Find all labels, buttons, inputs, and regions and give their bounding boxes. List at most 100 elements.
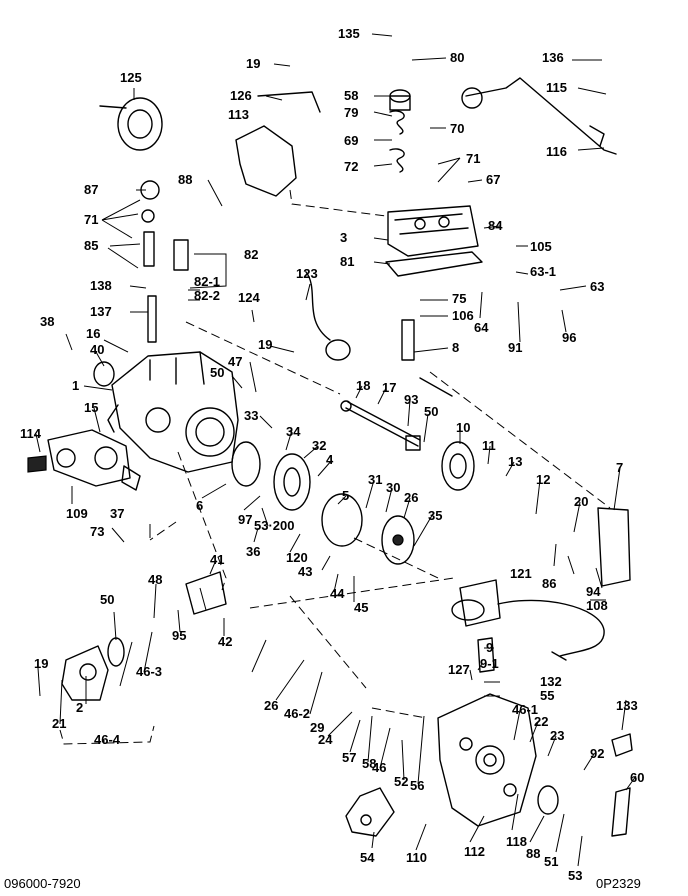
callout-label: 87 (84, 182, 98, 197)
callout-label: 55 (540, 688, 554, 703)
callout-label: 113 (228, 107, 249, 122)
callout-label: 37 (110, 506, 124, 521)
callout-label: 43 (298, 564, 312, 579)
callout-label: 31 (368, 472, 382, 487)
governor-cover-3 (385, 205, 483, 277)
callout-label: 23 (550, 728, 564, 743)
callout-label: 105 (530, 239, 552, 254)
callout-label: 32 (312, 438, 326, 453)
callout-label: 116 (546, 144, 567, 159)
callout-label: 82-2 (194, 288, 220, 303)
callout-label: 24 (318, 732, 333, 747)
callout-label: 88 (178, 172, 192, 187)
callout-label: 46-3 (136, 664, 162, 679)
callout-label: 88 (526, 846, 540, 861)
callout-label: 13 (508, 454, 522, 469)
exploded-view-drawing (27, 33, 637, 867)
callout-label: 112 (464, 844, 485, 859)
callout-label: 75 (452, 291, 466, 306)
callout-label: 15 (84, 400, 98, 415)
callout-label: 30 (386, 480, 400, 495)
regulating-valve-109 (27, 429, 141, 491)
callout-label: 120 (286, 550, 308, 565)
callout-label: 22 (534, 714, 548, 729)
callout-label: 137 (90, 304, 112, 319)
callout-label: 56 (410, 778, 424, 793)
part-number: 096000-7920 (4, 876, 81, 891)
callout-label: 11 (482, 438, 496, 453)
pump-housing-1 (107, 351, 239, 473)
callout-label: 52 (394, 774, 408, 789)
callout-label: 84 (488, 218, 503, 233)
callout-label: 16 (86, 326, 100, 341)
callout-label: 26 (404, 490, 418, 505)
callout-label: 50 (100, 592, 114, 607)
callout-label: 125 (120, 70, 142, 85)
callout-label: 50 (210, 365, 224, 380)
callout-label: 86 (542, 576, 556, 591)
callout-label: 121 (510, 566, 532, 581)
callout-label: 97 (238, 512, 252, 527)
callout-label: 9 (486, 640, 493, 655)
callout-label: 10 (456, 420, 470, 435)
actuator-125 (99, 97, 163, 151)
bracket-110 (345, 787, 395, 837)
callout-label: 44 (330, 586, 345, 601)
callout-label: 71 (466, 151, 480, 166)
callout-label: 114 (20, 426, 42, 441)
callout-label: 69 (344, 133, 358, 148)
callout-label: 60 (630, 770, 644, 785)
callout-label: 19 (34, 656, 48, 671)
callout-label: 50 (424, 404, 438, 419)
callout-label: 45 (354, 600, 368, 615)
leader-lines (35, 33, 637, 867)
callout-label: 138 (90, 278, 112, 293)
callout-label: 26 (264, 698, 278, 713)
callout-label: 46 (372, 760, 386, 775)
callout-label: 48 (148, 572, 162, 587)
drawing-code: 0P2329 (596, 876, 641, 891)
callout-label: 2 (76, 700, 83, 715)
callout-label: 85 (84, 238, 98, 253)
callout-label: 82 (244, 247, 258, 262)
callout-label: 29 (310, 720, 324, 735)
callout-label: 12 (536, 472, 550, 487)
callout-label: 41 (210, 552, 224, 567)
callout-label: 96 (562, 330, 576, 345)
callout-label: 5 (342, 488, 349, 503)
callout-label: 81 (340, 254, 354, 269)
callout-label: 47 (228, 354, 242, 369)
callout-label: 123 (296, 266, 318, 281)
callout-label: 46-2 (284, 706, 310, 721)
callout-label: 38 (40, 314, 54, 329)
callout-label: 54 (360, 850, 375, 865)
callout-label: 46-4 (94, 732, 121, 747)
callout-label: 34 (286, 424, 301, 439)
drive-shaft-17 (340, 400, 421, 451)
callout-label: 46-1 (512, 702, 538, 717)
callout-label: 124 (238, 290, 260, 305)
callout-label: 91 (508, 340, 522, 355)
callout-label: 109 (66, 506, 88, 521)
callout-label: 57 (342, 750, 356, 765)
distributor-head (437, 693, 537, 827)
callout-label: 70 (450, 121, 464, 136)
callout-label: 108 (586, 598, 608, 613)
callout-label: 115 (546, 80, 567, 95)
callout-label: 93 (404, 392, 418, 407)
callout-label: 72 (344, 159, 358, 174)
callout-label: 64 (474, 320, 489, 335)
callout-label: 19 (246, 56, 260, 71)
callout-label: 40 (90, 342, 104, 357)
callout-label: 58 (344, 88, 358, 103)
small-parts (93, 89, 633, 837)
callout-label: 7 (616, 460, 623, 475)
callout-label: 19 (258, 337, 272, 352)
callout-label: 36 (246, 544, 260, 559)
control-lever-116 (461, 77, 617, 155)
callout-label: 3 (340, 230, 347, 245)
callout-label: 53 (568, 868, 582, 883)
callout-label: 132 (540, 674, 562, 689)
assembly-dash-lines (59, 189, 611, 745)
